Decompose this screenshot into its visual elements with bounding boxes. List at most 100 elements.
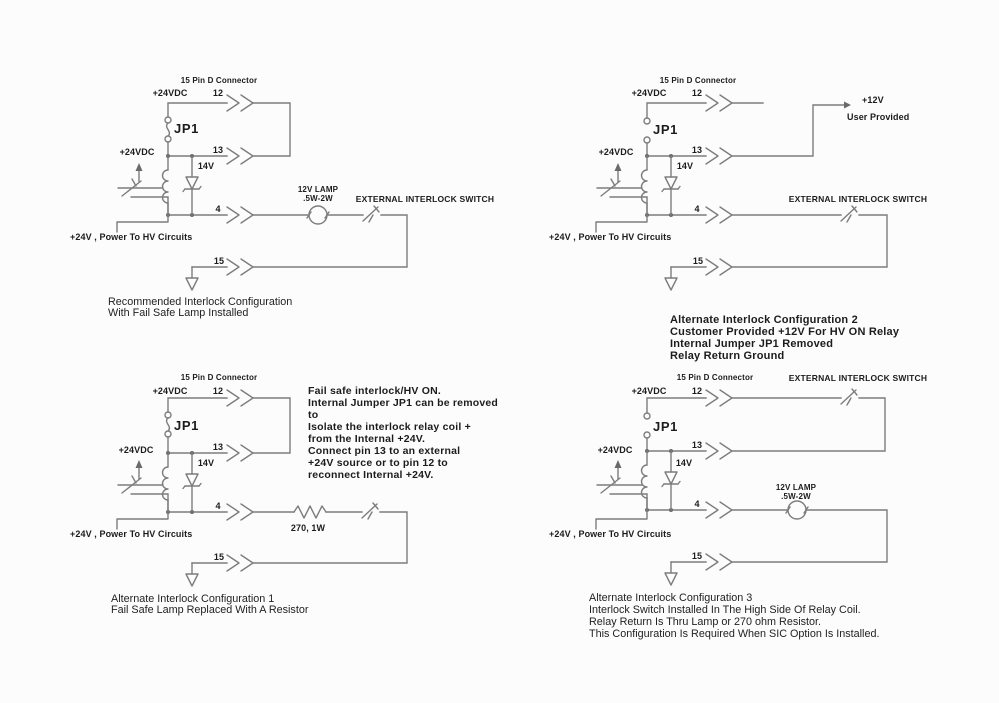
a2-v12-label: +12V: [862, 95, 884, 105]
a2-vdc-top-label: +24VDC: [632, 88, 667, 98]
rec-lamp-label-2: .5W-2W: [303, 194, 333, 203]
a3-zener-label: 14V: [676, 458, 692, 468]
a1-note-line-5: from the Internal +24V.: [308, 433, 425, 445]
a2-pin4-label: 4: [694, 204, 699, 214]
rec-pin13-label: 13: [213, 145, 223, 155]
connector-pin-symbol: [705, 389, 733, 407]
a3-lamp-label-2: .5W-2W: [781, 492, 811, 501]
a1-pin12-label: 12: [213, 386, 223, 396]
a1-note-line-6: Connect pin 13 to an external: [308, 445, 460, 457]
connector-pin-symbol: [705, 94, 733, 112]
lamp-symbol: [306, 205, 330, 225]
rec-vdc-left-label: +24VDC: [120, 147, 155, 157]
a2-caption-line-4: Relay Return Ground: [670, 350, 784, 362]
a1-resistor-label: 270, 1W: [291, 523, 326, 533]
a3-pin12-label: 12: [692, 386, 702, 396]
a1-note-line-4: Isolate the interlock relay coil +: [308, 421, 471, 433]
relay-contact-symbol: [595, 162, 648, 233]
rec-power-note: +24V , Power To HV Circuits: [70, 232, 192, 242]
a1-note-line-2: Internal Jumper JP1 can be removed: [308, 397, 498, 409]
ground-symbol: [185, 562, 199, 587]
a3-lamp-label-1: 12V LAMP: [776, 483, 817, 492]
a1-vdc-top-label: +24VDC: [153, 386, 188, 396]
a2-caption-line-3: Internal Jumper JP1 Removed: [670, 338, 833, 350]
interlock-switch-symbol: [362, 205, 380, 223]
rec-pin4-label: 4: [215, 204, 220, 214]
connector-pin-symbol: [705, 206, 733, 224]
rec-pin12-label: 12: [213, 88, 223, 98]
a2-power-note: +24V , Power To HV Circuits: [549, 232, 671, 242]
jumper-jp1-installed-symbol: [164, 116, 172, 143]
rec-caption-line-1: Recommended Interlock Configuration: [108, 296, 292, 308]
ground-symbol: [664, 266, 678, 291]
a2-pin13-label: 13: [692, 145, 702, 155]
ground-symbol: [664, 561, 678, 586]
a3-vdc-left-label: +24VDC: [598, 445, 633, 455]
a1-zener-label: 14V: [198, 458, 214, 468]
a3-pin15-label: 15: [692, 551, 702, 561]
a2-pin12-label: 12: [692, 88, 702, 98]
rec-jp1-label: JP1: [174, 121, 199, 136]
a2-caption-line-2: Customer Provided +12V For HV ON Relay: [670, 326, 900, 338]
a3-connector-title: 15 Pin D Connector: [677, 373, 754, 382]
diagram-alternate-3: 15 Pin D Connector EXTERNAL INTERLOCK SW…: [549, 373, 927, 640]
rec-external-switch-label: EXTERNAL INTERLOCK SWITCH: [356, 194, 494, 204]
rec-connector-title: 15 Pin D Connector: [181, 76, 258, 85]
a1-power-note: +24V , Power To HV Circuits: [70, 529, 192, 539]
diagram-alternate-2: 15 Pin D Connector +24VDC 12 JP1 +12V Us…: [549, 76, 927, 362]
ground-symbol: [185, 266, 199, 291]
a3-caption-line-4: This Configuration Is Required When SIC …: [589, 628, 879, 640]
a2-jp1-label: JP1: [653, 122, 678, 137]
connector-pin-symbol: [226, 554, 254, 572]
v12-arrowhead: [844, 101, 851, 109]
a3-caption-line-2: Interlock Switch Installed In The High S…: [589, 604, 861, 616]
a1-note-line-8: reconnect Internal +24V.: [308, 469, 434, 481]
a2-connector-title: 15 Pin D Connector: [660, 76, 737, 85]
a3-vdc-top-label: +24VDC: [632, 386, 667, 396]
a1-pin15-label: 15: [214, 552, 224, 562]
connector-pin-symbol: [226, 94, 254, 112]
jumper-jp1-installed-symbol: [164, 411, 172, 438]
a2-external-switch-label: EXTERNAL INTERLOCK SWITCH: [789, 194, 927, 204]
relay-contact-symbol: [595, 459, 648, 530]
connector-pin-symbol: [226, 147, 254, 165]
connector-pin-symbol: [226, 389, 254, 407]
a3-pin13-label: 13: [692, 440, 702, 450]
a2-user-provided-label: User Provided: [847, 112, 909, 122]
resistor-symbol: [293, 505, 327, 519]
a1-caption-line-2: Fail Safe Lamp Replaced With A Resistor: [111, 604, 309, 616]
interlock-switch-symbol: [840, 205, 858, 223]
connector-pin-symbol: [705, 501, 733, 519]
a3-external-switch-label: EXTERNAL INTERLOCK SWITCH: [789, 373, 927, 383]
connector-pin-symbol: [226, 503, 254, 521]
connector-pin-symbol: [226, 206, 254, 224]
relay-contact-symbol: [116, 459, 169, 530]
rec-vdc-top-label: +24VDC: [153, 88, 188, 98]
interlock-switch-symbol: [361, 502, 379, 520]
a1-jp1-label: JP1: [174, 418, 199, 433]
rec-caption-line-2: With Fail Safe Lamp Installed: [108, 307, 248, 319]
connector-pin-symbol: [705, 442, 733, 460]
connector-pin-symbol: [705, 258, 733, 276]
a2-zener-label: 14V: [677, 161, 693, 171]
jumper-jp1-removed-symbol: [643, 412, 651, 439]
a3-pin4-label: 4: [694, 499, 699, 509]
connector-pin-symbol: [226, 258, 254, 276]
a1-connector-title: 15 Pin D Connector: [181, 373, 258, 382]
a1-vdc-left-label: +24VDC: [119, 445, 154, 455]
a1-note-line-7: +24V source or to pin 12 to: [308, 457, 448, 469]
a1-pin13-label: 13: [213, 442, 223, 452]
a1-note-line-3: to: [308, 409, 318, 421]
a2-vdc-left-label: +24VDC: [599, 147, 634, 157]
a2-pin15-label: 15: [693, 256, 703, 266]
rec-pin15-label: 15: [214, 256, 224, 266]
diagram-alternate-1: 15 Pin D Connector +24VDC 12 JP1 +24VDC …: [70, 373, 498, 616]
a1-pin4-label: 4: [215, 501, 220, 511]
a3-power-note: +24V , Power To HV Circuits: [549, 529, 671, 539]
connector-pin-symbol: [705, 553, 733, 571]
rec-zener-label: 14V: [198, 161, 214, 171]
a1-note-line-1: Fail safe interlock/HV ON.: [308, 385, 441, 397]
a3-jp1-label: JP1: [653, 419, 678, 434]
